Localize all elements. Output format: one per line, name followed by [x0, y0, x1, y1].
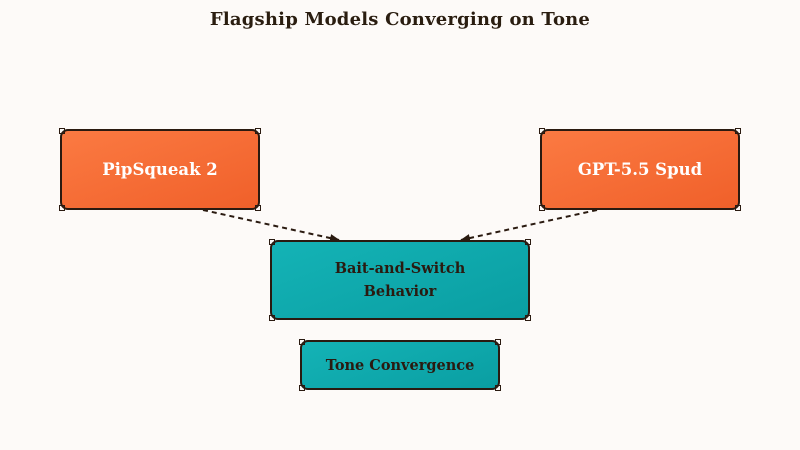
node-label: Tone Convergence [325, 356, 475, 374]
corner-handle [269, 315, 275, 321]
corner-handle [539, 205, 545, 211]
corner-handle [525, 315, 531, 321]
corner-handle [735, 128, 741, 134]
corner-handle [539, 128, 545, 134]
corner-handle [255, 128, 261, 134]
corner-handle [59, 205, 65, 211]
node-label: PipSqueak 2 [102, 160, 218, 179]
corner-handle [735, 205, 741, 211]
edge-pipsqueak-to-bait [202, 209, 340, 242]
corner-handle [269, 239, 275, 245]
node-label: Bait-and-Switch Behavior [334, 260, 466, 300]
node-gpt-5-5-spud[interactable]: GPT-5.5 Spud [539, 128, 741, 211]
node-pipsqueak-2[interactable]: PipSqueak 2 [59, 128, 261, 211]
diagram-title: Flagship Models Converging on Tone [209, 9, 591, 30]
corner-handle [495, 385, 501, 391]
node-label: GPT-5.5 Spud [577, 160, 703, 179]
corner-handle [299, 385, 305, 391]
corner-handle [299, 339, 305, 345]
corner-handle [525, 239, 531, 245]
edge-gpt-to-bait [460, 209, 598, 242]
corner-handle [495, 339, 501, 345]
corner-handle [255, 205, 261, 211]
corner-handle [59, 128, 65, 134]
node-bait-and-switch-behavior[interactable]: Bait-and-Switch Behavior [269, 239, 531, 321]
node-tone-convergence[interactable]: Tone Convergence [299, 339, 501, 391]
